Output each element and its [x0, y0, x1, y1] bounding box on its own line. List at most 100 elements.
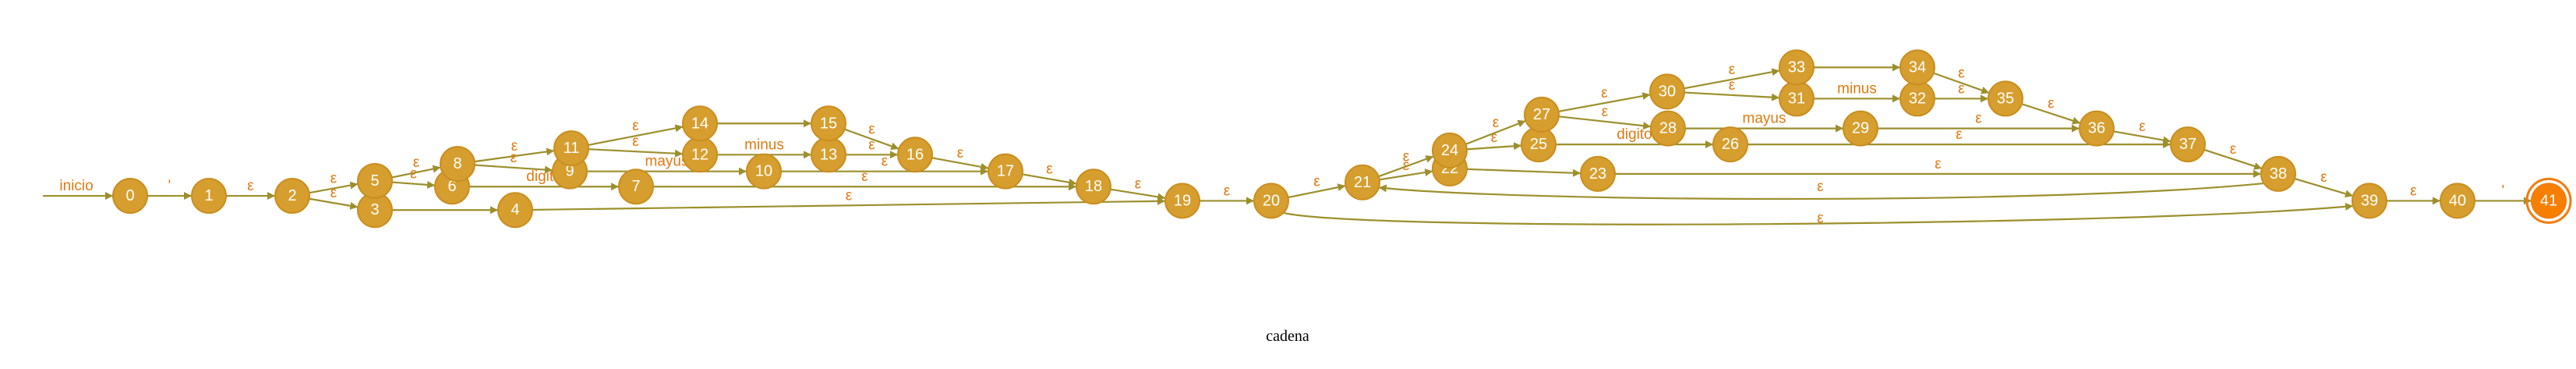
state-label: 28: [1659, 120, 1677, 137]
state-40: 40: [2440, 183, 2475, 219]
state-37: 37: [2170, 126, 2206, 163]
transition-20-39: ε: [1283, 202, 2354, 226]
transition-28-29: mayus: [1685, 111, 1843, 133]
state-23: 23: [1580, 155, 1616, 192]
transition-label: ε: [1046, 161, 1053, 177]
transition-label: ε: [330, 170, 337, 186]
transition-label: ε: [1729, 62, 1736, 78]
transition-arrow: [1022, 173, 1077, 186]
transition-35-36: ε: [2021, 96, 2081, 125]
state-label: 18: [1085, 178, 1102, 195]
state-24: 24: [1432, 132, 1468, 169]
state-label: 1: [204, 187, 213, 204]
state-circle: [1580, 155, 1616, 192]
transition-label: mayus: [645, 154, 689, 170]
state-circle: [274, 178, 310, 215]
transition-24-27: ε: [1465, 115, 1526, 145]
state-label: 15: [820, 115, 837, 132]
state-circle: [2260, 155, 2296, 192]
transition-17-18: ε: [1022, 161, 1077, 186]
transition-1-2: ε: [226, 178, 275, 200]
final-state-ring: [2525, 177, 2572, 224]
state-25: 25: [1521, 126, 1557, 163]
transition-label: ε: [247, 178, 254, 194]
transition-8-11: ε: [474, 138, 555, 163]
transition-arrow: [1378, 182, 2265, 200]
transition-arrow: [2294, 178, 2354, 198]
transition-arrow: [1378, 155, 1434, 178]
state-label: 25: [1530, 136, 1547, 153]
state-label: 41: [2540, 192, 2557, 209]
transition-arrow: [1558, 115, 1652, 130]
state-label: 9: [565, 163, 574, 180]
start-arrow-group: inicio: [43, 178, 113, 200]
state-label: 11: [564, 140, 580, 157]
transition-arrow: [309, 181, 359, 194]
state-label: 19: [1174, 192, 1191, 209]
transition-label: ε: [868, 137, 875, 153]
state-label: 30: [1659, 83, 1676, 100]
state-label: 13: [820, 146, 837, 163]
transition-40-41: ': [2475, 183, 2532, 205]
state-circle: [2079, 110, 2115, 147]
state-circle: [1899, 49, 1935, 86]
transition-arrow: [931, 157, 989, 171]
transition-label: mayus: [1743, 111, 1786, 127]
state-circle: [746, 153, 782, 190]
transition-label: ε: [1956, 126, 1963, 143]
transition-label: ': [168, 178, 171, 194]
state-15: 15: [811, 105, 846, 142]
transition-label: ε: [632, 118, 639, 134]
state-circle: [1779, 49, 1815, 86]
state-circle: [682, 105, 718, 142]
transition-4-19: ε: [532, 187, 1166, 211]
transition-21-22: ε: [1379, 158, 1433, 181]
state-38: 38: [2260, 155, 2296, 192]
state-label: 17: [997, 163, 1014, 180]
state-33: 33: [1779, 49, 1815, 86]
state-circle: [618, 169, 654, 205]
transition-arrow: [391, 180, 436, 189]
transition-arrow: [2021, 103, 2081, 125]
transition-label: ε: [1958, 80, 1965, 97]
state-circle: [811, 105, 846, 142]
state-circle: [1649, 73, 1685, 110]
transition-arrow: [588, 148, 684, 158]
transition-9-10: mayus: [587, 154, 747, 176]
transition-label: ε: [861, 169, 868, 185]
state-28: 28: [1650, 110, 1686, 147]
state-label: 32: [1909, 90, 1926, 107]
transition-label: minus: [744, 137, 784, 153]
transition-8-9: ε: [474, 150, 553, 174]
state-label: 40: [2449, 192, 2466, 209]
state-19: 19: [1164, 183, 1200, 219]
state-label: 7: [631, 178, 640, 195]
state-39: 39: [2352, 183, 2387, 219]
diagram-caption: cadena: [1266, 328, 1309, 345]
state-label: 29: [1852, 120, 1869, 137]
state-20: 20: [1253, 183, 1289, 219]
state-circle: [2440, 183, 2475, 219]
transition-label: ε: [1817, 179, 1824, 195]
state-32: 32: [1899, 80, 1935, 117]
state-17: 17: [988, 153, 1023, 190]
state-10: 10: [746, 153, 782, 190]
state-label: 39: [2361, 192, 2378, 209]
transition-label: ε: [2320, 169, 2327, 186]
transition-label: ε: [1729, 77, 1736, 94]
state-circle: [1076, 169, 1111, 205]
state-circle: [988, 153, 1023, 190]
transition-12-13: minus: [717, 137, 811, 159]
state-0: 0: [112, 178, 148, 215]
transition-label: ε: [1313, 174, 1320, 190]
state-29: 29: [1843, 110, 1878, 147]
state-label: 14: [691, 115, 708, 132]
transition-38-21: ε: [1378, 179, 2265, 200]
transition-21-24: ε: [1378, 148, 1434, 178]
state-label: 8: [453, 155, 461, 172]
transition-30-33: ε: [1684, 62, 1780, 90]
state-34: 34: [1899, 49, 1935, 86]
state-4: 4: [497, 192, 533, 229]
state-12: 12: [682, 137, 718, 173]
state-label: 35: [1997, 90, 2014, 107]
